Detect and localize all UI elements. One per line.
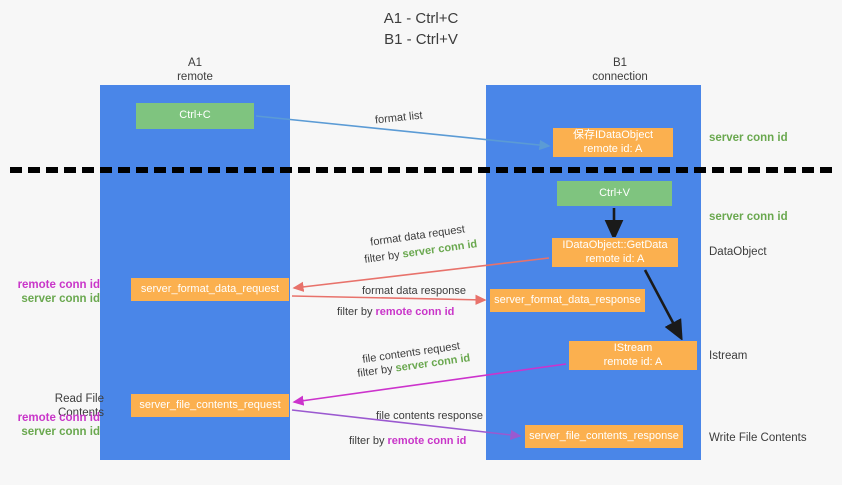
box-save-idataobject-line2: remote id: A (583, 142, 643, 155)
label-remote-conn-id-2: remote conn id (17, 412, 100, 424)
edge-label-format-list: format list (374, 109, 424, 127)
label-istream: Istream (709, 350, 748, 362)
box-server-format-data-request[interactable]: server_format_data_request (130, 277, 290, 302)
box-server-file-contents-response-label: server_file_contents_response (529, 429, 679, 442)
label-conn-id-group-bottom: remote conn id server conn id (8, 411, 100, 439)
box-istream-line1: IStream (613, 342, 653, 354)
box-ctrl-v-label: Ctrl+V (599, 186, 630, 199)
box-server-format-data-request-label: server_format_data_request (140, 282, 280, 295)
lane-a1-subtitle: remote (177, 71, 213, 83)
filter-prefix: filter by (363, 248, 404, 266)
box-server-format-data-response[interactable]: server_format_data_response (489, 288, 646, 313)
box-getdata-line2: remote id: A (585, 252, 645, 265)
edge-filter-format-data-response: filter by remote conn id (337, 305, 454, 320)
filter-prefix: filter by (337, 306, 376, 318)
lane-b1-subtitle: connection (592, 71, 648, 83)
edge-label-format-data-response: format data response (362, 285, 466, 297)
box-ctrl-c-label: Ctrl+C (179, 109, 211, 122)
page-title: A1 - Ctrl+C B1 - Ctrl+V (0, 8, 842, 50)
label-write-file-contents: Write File Contents (709, 432, 807, 444)
label-conn-id-group-top: remote conn id server conn id (8, 278, 100, 306)
box-ctrl-v[interactable]: Ctrl+V (556, 180, 673, 207)
box-server-file-contents-request-label: server_file_contents_request (139, 398, 281, 411)
label-server-conn-id-1: server conn id (21, 293, 100, 305)
label-read-file-contents: Read File Contents (54, 393, 104, 419)
box-server-file-contents-response[interactable]: server_file_contents_response (524, 424, 684, 449)
label-server-conn-id-2: server conn id (21, 426, 100, 438)
box-save-idataobject-line1: 保存IDataObject (572, 129, 654, 141)
edge-filter-file-contents-response: filter by remote conn id (349, 434, 466, 449)
label-server-conn-id-mid: server conn id (709, 211, 788, 223)
filter-prefix: filter by (356, 362, 397, 380)
edge-label-file-contents-response: file contents response (376, 410, 484, 422)
box-getdata-line1: IDataObject::GetData (562, 239, 668, 251)
label-server-conn-id-top: server conn id (709, 132, 788, 144)
lane-a1-name: A1 (187, 57, 203, 69)
filter-prefix: filter by (349, 435, 388, 447)
box-istream-line2: remote id: A (603, 355, 663, 368)
filter-key-remote-conn-id: remote conn id (375, 306, 455, 318)
title-line-2: B1 - Ctrl+V (384, 31, 458, 48)
label-dataobject: DataObject (709, 246, 767, 258)
box-server-format-data-response-label: server_format_data_response (494, 293, 641, 306)
label-remote-conn-id-1: remote conn id (17, 279, 100, 291)
box-save-idataobject[interactable]: 保存IDataObject remote id: A (552, 127, 674, 158)
phase-divider (10, 167, 832, 173)
filter-key-remote-conn-id: remote conn id (387, 435, 467, 447)
lane-b1-name: B1 (612, 57, 628, 69)
box-server-file-contents-request[interactable]: server_file_contents_request (130, 393, 290, 418)
title-line-1: A1 - Ctrl+C (383, 10, 459, 27)
lane-header-b1: B1 connection (540, 56, 700, 84)
box-idataobject-getdata[interactable]: IDataObject::GetData remote id: A (551, 237, 679, 268)
box-istream[interactable]: IStream remote id: A (568, 340, 698, 371)
box-ctrl-c[interactable]: Ctrl+C (135, 102, 255, 130)
lane-header-a1: A1 remote (115, 56, 275, 84)
